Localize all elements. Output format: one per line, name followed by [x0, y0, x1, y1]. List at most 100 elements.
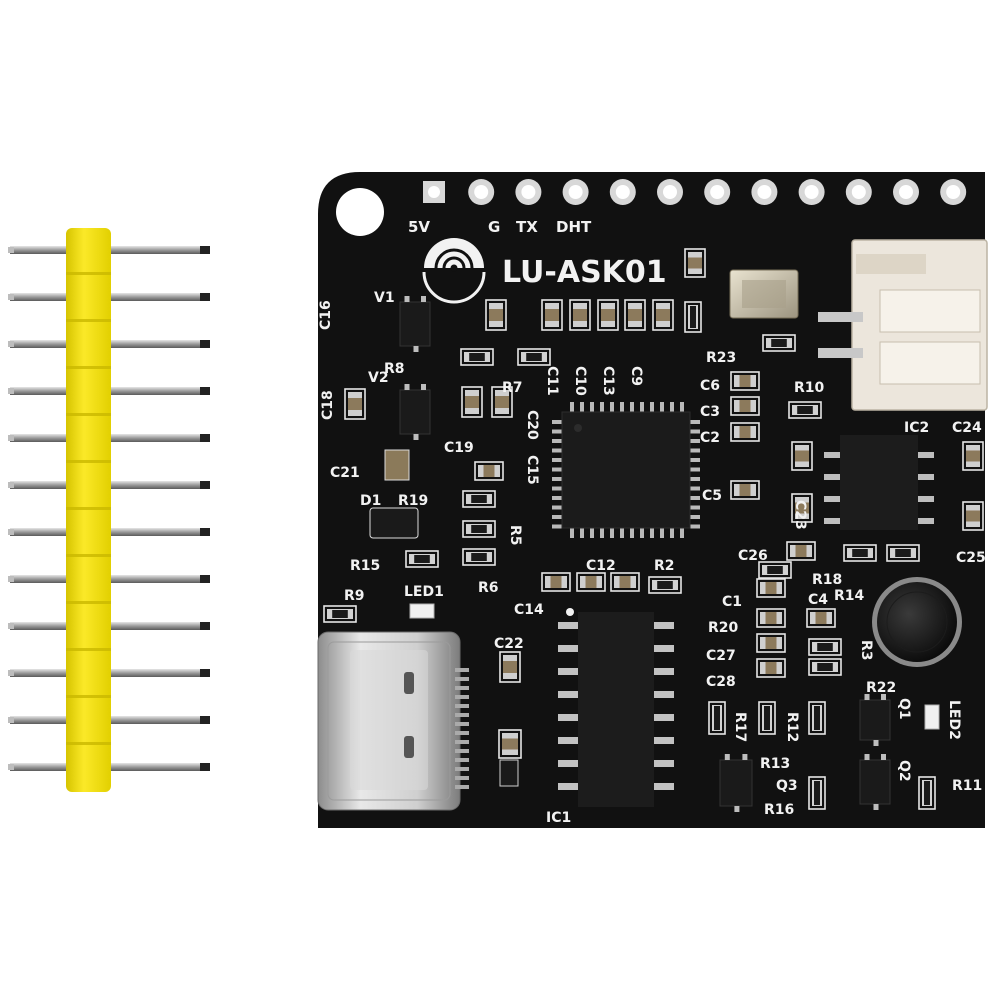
silk-label-c19: C19	[444, 440, 474, 456]
silk-label-c1: C1	[722, 594, 742, 610]
mounting-hole	[336, 188, 384, 236]
smd-capacitor	[756, 608, 786, 628]
smd-capacitor	[541, 572, 571, 592]
smd-resistor	[648, 576, 682, 594]
silk-label-c6: C6	[700, 378, 720, 394]
smd-resistor	[758, 561, 792, 579]
silk-label-r15: R15	[350, 558, 380, 574]
regulator-v2	[399, 384, 431, 440]
smd-resistor	[462, 490, 496, 508]
silk-label-r11: R11	[952, 778, 982, 794]
smd-capacitor	[684, 248, 706, 278]
transistor-q1	[859, 694, 891, 746]
smd-resistor	[788, 401, 822, 419]
smd-resistor	[843, 544, 877, 562]
silk-label-c14: C14	[514, 602, 544, 618]
diode-d1	[369, 507, 419, 539]
smd-capacitor	[485, 299, 507, 331]
silk-label-r14: R14	[834, 588, 865, 604]
smd-resistor	[405, 550, 439, 568]
smd-capacitor	[962, 501, 984, 531]
silk-label-c15: C15	[524, 455, 540, 485]
smd-resistor	[460, 348, 494, 366]
silk-label-r13: R13	[760, 756, 790, 772]
silk-label-led1: LED1	[404, 584, 444, 600]
silk-label-r23: R23	[706, 350, 736, 366]
silk-label-r17: R17	[732, 712, 748, 742]
silk-label-c12: C12	[586, 558, 616, 574]
smd-resistor	[808, 658, 842, 676]
smd-capacitor	[791, 441, 813, 471]
smd-resistor	[918, 776, 936, 810]
ic2-chip	[824, 435, 934, 530]
silk-label-v2: V2	[368, 370, 389, 386]
smd-resistor	[462, 520, 496, 538]
brand-logo	[422, 238, 486, 304]
silk-label-r5: R5	[507, 525, 523, 546]
board-model: LU-ASK01	[502, 255, 667, 290]
silk-label-r2: R2	[654, 558, 675, 574]
smd-capacitor	[344, 388, 366, 420]
silk-label-q2: Q2	[896, 760, 912, 782]
smd-resistor	[808, 776, 826, 810]
silk-label-c16: C16	[318, 300, 334, 330]
silk-label-ic2: IC2	[904, 420, 929, 436]
smd-capacitor	[541, 299, 563, 331]
smd-capacitor	[756, 578, 786, 598]
transistor-q2	[859, 754, 891, 810]
header-pads	[423, 179, 967, 205]
silk-label-c3: C3	[700, 404, 720, 420]
silk-label-r20: R20	[708, 620, 739, 636]
silk-label-c20: C20	[524, 410, 540, 440]
silk-label-r8: R8	[384, 361, 405, 377]
silk-label-q1: Q1	[896, 698, 912, 720]
smd-resistor	[762, 334, 796, 352]
smd-resistor	[808, 701, 826, 735]
smd-capacitor	[610, 572, 640, 592]
capacitor-c21	[384, 449, 410, 481]
smd-resistor	[462, 548, 496, 566]
jst-connector	[818, 239, 988, 411]
smd-capacitor	[576, 572, 606, 592]
diode	[499, 759, 519, 787]
silk-label-c9: C9	[628, 366, 644, 386]
led2	[924, 704, 940, 730]
silk-label-q3: Q3	[776, 778, 798, 794]
pcb-board: 5V G TX DHT LU-ASK01	[317, 172, 988, 828]
usb-c-connector	[317, 631, 469, 811]
silk-label-v1: V1	[374, 290, 395, 306]
smd-capacitor	[491, 386, 513, 418]
silk-label-r10: R10	[794, 380, 825, 396]
silk-label-r16: R16	[764, 802, 794, 818]
smd-capacitor	[786, 541, 816, 561]
smd-capacitor	[730, 480, 760, 500]
silk-label-c5: C5	[702, 488, 722, 504]
silk-label-r19: R19	[398, 493, 428, 509]
smd-capacitor	[730, 422, 760, 442]
silk-label-c4: C4	[808, 592, 828, 608]
smd-resistor	[684, 301, 702, 333]
regulator-v1	[399, 296, 431, 352]
smd-capacitor	[569, 299, 591, 331]
silk-label-d1: D1	[360, 493, 381, 509]
silk-label-c21: C21	[330, 465, 360, 481]
transistor-q3	[719, 754, 753, 812]
silk-label-r7: R7	[502, 380, 523, 396]
microphone	[872, 577, 962, 667]
smd-resistor	[517, 348, 551, 366]
silk-label-r18: R18	[812, 572, 842, 588]
label-tx: TX	[516, 218, 538, 236]
smd-resistor	[808, 638, 842, 656]
silk-label-r3: R3	[858, 640, 874, 661]
silk-label-r6: R6	[478, 580, 499, 596]
silk-label-c11: C11	[544, 366, 560, 396]
silk-label-c24: C24	[952, 420, 982, 436]
label-dht: DHT	[556, 218, 592, 236]
ic1-chip	[558, 608, 674, 807]
smd-resistor	[708, 701, 726, 735]
label-5v: 5V	[408, 218, 430, 236]
silk-label-r12: R12	[784, 712, 800, 742]
smd-capacitor	[624, 299, 646, 331]
smd-resistor	[758, 701, 776, 735]
